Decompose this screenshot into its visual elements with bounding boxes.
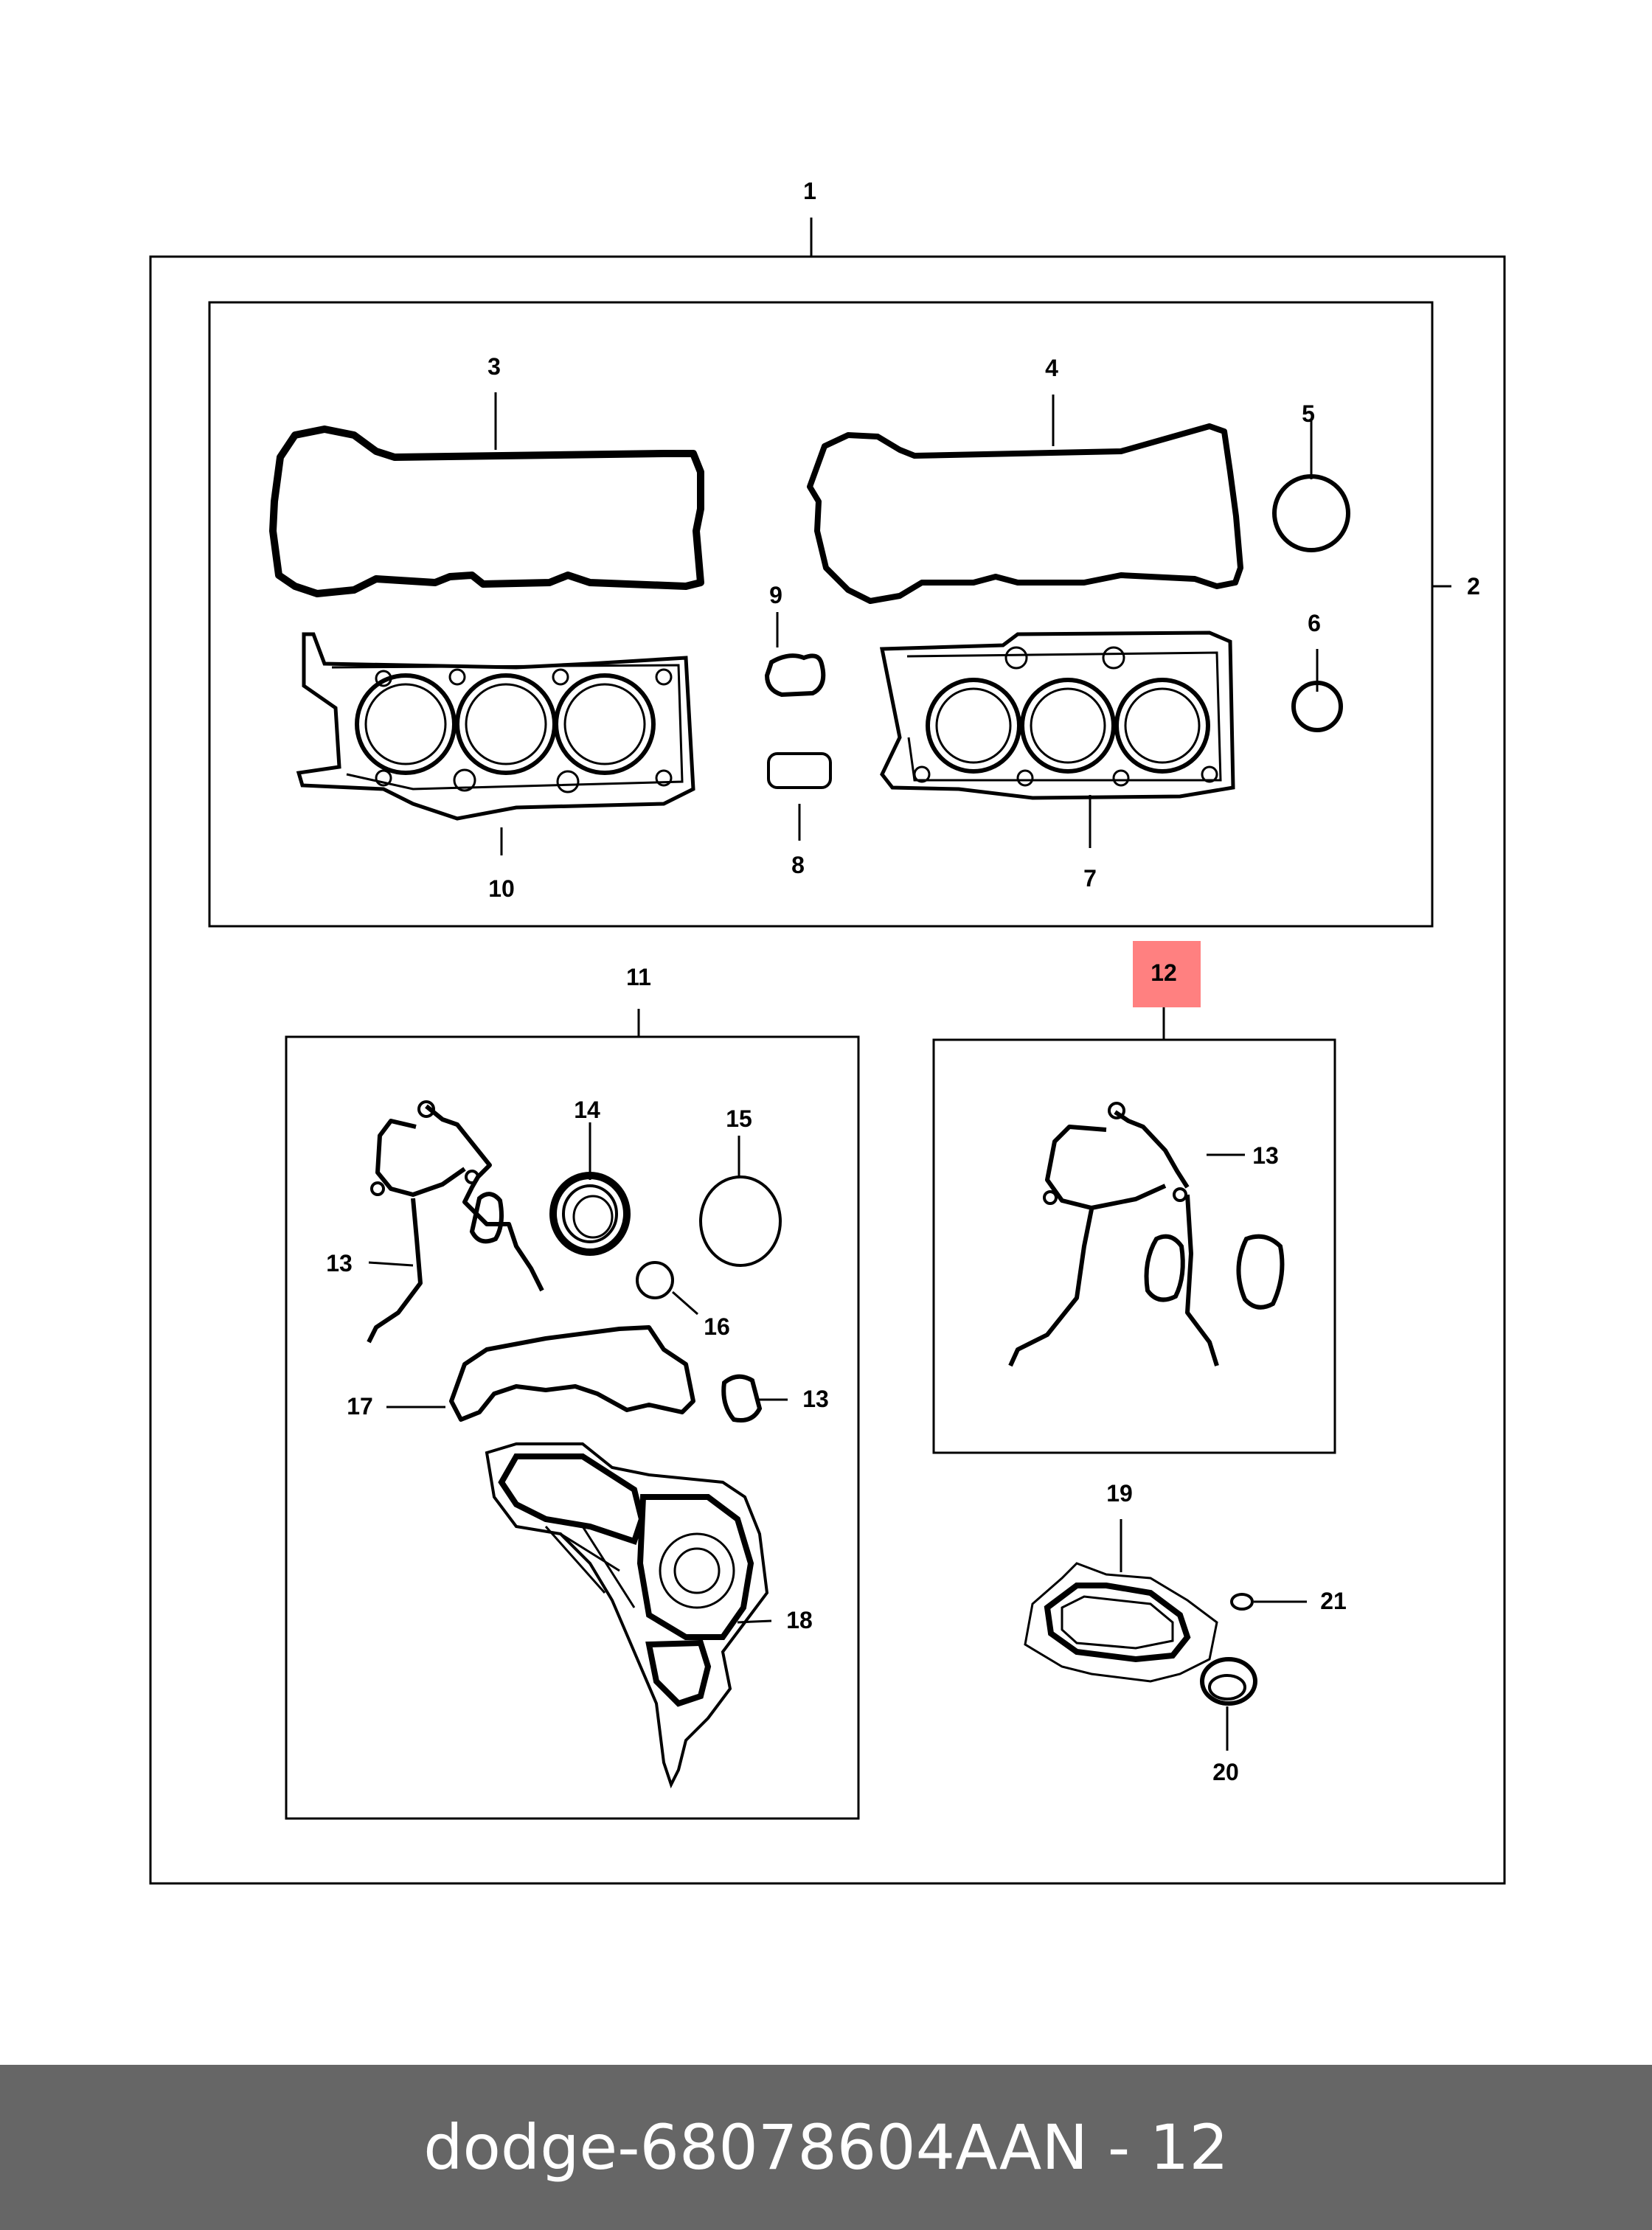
o-ring-6 (1291, 681, 1343, 732)
footer-part-number: 68078604AA (639, 2111, 1042, 2184)
gasket-kit-diagram: 1 2 3 4 5 6 7 8 9 10 11 12 13 13 13 14 1… (149, 178, 1506, 1885)
front-cover-seal-13 (367, 1104, 544, 1344)
callout-15: 15 (726, 1105, 752, 1132)
callout-6: 6 (1308, 610, 1321, 636)
callout-13-kit-12: 13 (1252, 1142, 1279, 1169)
footer-brand: dodge (423, 2111, 618, 2184)
kit-11-frame (285, 1035, 860, 1820)
o-ring-16 (636, 1261, 674, 1299)
callout-21: 21 (1320, 1588, 1347, 1614)
callout-13-left: 13 (326, 1250, 353, 1276)
callout-14: 14 (574, 1097, 600, 1123)
callout-5: 5 (1302, 400, 1315, 427)
callout-9: 9 (769, 582, 782, 608)
gasket-8 (767, 752, 832, 789)
callout-3: 3 (487, 353, 501, 380)
valve-cover-gasket-4 (807, 423, 1243, 604)
callout-12: 12 (1150, 959, 1177, 986)
valve-cover-gasket-3 (269, 425, 704, 597)
callout-7: 7 (1083, 865, 1097, 892)
callout-1: 1 (803, 178, 816, 204)
footer-page-code: N - 12 (1041, 2111, 1229, 2184)
gasket-9 (764, 653, 826, 698)
crank-seal-14 (549, 1172, 631, 1256)
callout-18: 18 (786, 1607, 813, 1633)
o-ring-21 (1230, 1593, 1254, 1611)
cover-gasket-19 (1024, 1562, 1218, 1683)
callout-12-highlight (1133, 941, 1201, 1007)
kit-1-frame (149, 255, 1506, 1885)
callout-13-small: 13 (802, 1386, 829, 1412)
head-gasket-10 (296, 632, 695, 821)
callout-10: 10 (488, 875, 515, 902)
callout-19: 19 (1106, 1480, 1133, 1507)
water-pump-gasket-18 (485, 1442, 769, 1789)
o-ring-15 (699, 1175, 782, 1267)
footer-bar: dodge - 68078604AA N - 12 (0, 2065, 1652, 2230)
footer-separator: - (617, 2111, 640, 2184)
callout-16: 16 (704, 1313, 730, 1340)
water-crossover-gasket-17 (449, 1325, 695, 1422)
callout-2: 2 (1467, 573, 1480, 600)
callout-17: 17 (347, 1393, 373, 1420)
callout-20: 20 (1212, 1759, 1239, 1785)
head-gasket-7 (879, 631, 1235, 800)
callout-8: 8 (791, 852, 805, 878)
front-cover-seal-13-kit-12 (1008, 1110, 1219, 1367)
o-ring-5 (1272, 474, 1350, 552)
kit-12-frame (932, 1038, 1336, 1454)
callout-11: 11 (626, 964, 651, 990)
kit-2-frame (208, 301, 1434, 928)
seal-20 (1200, 1657, 1257, 1706)
callout-4: 4 (1045, 355, 1058, 381)
